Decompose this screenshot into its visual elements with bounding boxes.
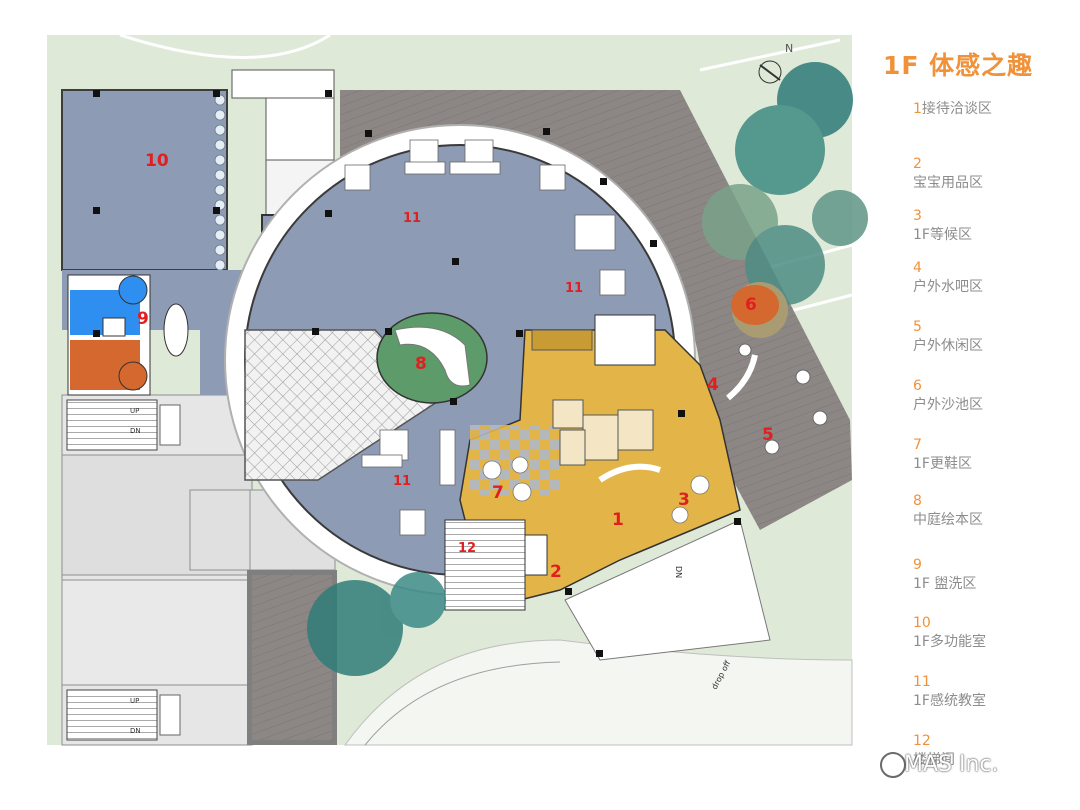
legend-num: 5 <box>913 319 922 335</box>
legend-item-3: 3 1F等候区 <box>913 207 972 245</box>
legend-num: 12 <box>913 733 931 749</box>
zone-multipurpose-room <box>61 89 228 271</box>
watermark: MAS Inc. <box>904 752 999 777</box>
zone-label-1: 1 <box>612 510 624 530</box>
legend-item-4: 4 户外水吧区 <box>913 259 983 297</box>
legend-item-11: 11 1F感统教室 <box>913 673 986 711</box>
ramp-down-label: DN <box>674 566 683 578</box>
wechat-icon <box>880 752 906 778</box>
legend-label: 户外水吧区 <box>913 279 983 295</box>
zone-label-11b: 11 <box>565 281 583 296</box>
zone-label-12: 12 <box>458 541 476 556</box>
legend-label: 楼梯间 <box>913 752 955 768</box>
legend-item-2: 2 宝宝用品区 <box>913 155 983 193</box>
legend-label: 接待洽谈区 <box>921 101 992 117</box>
legend-item-5: 5 户外休闲区 <box>913 318 983 356</box>
legend-item-10: 10 1F多功能室 <box>913 614 986 652</box>
legend-item-6: 6 户外沙池区 <box>913 377 983 415</box>
stairwell <box>444 519 526 611</box>
legend-num: 3 <box>913 208 922 224</box>
zone-label-5: 5 <box>762 425 774 445</box>
legend-label: 1F多功能室 <box>913 634 986 650</box>
legend-num: 2 <box>913 156 922 172</box>
legend-label: 户外沙池区 <box>913 397 983 413</box>
zone-label-6: 6 <box>745 295 757 315</box>
legend-label: 中庭绘本区 <box>913 512 983 528</box>
legend-title: 1F 体感之趣 <box>883 51 1034 80</box>
legend-label: 宝宝用品区 <box>913 175 983 191</box>
legend-num: 8 <box>913 493 922 509</box>
zone-label-3: 3 <box>678 490 690 510</box>
stair-down-label-2: DN <box>130 727 141 735</box>
legend-item-8: 8 中庭绘本区 <box>913 492 983 530</box>
legend-num: 4 <box>913 260 922 276</box>
legend-item-12: 12 楼梯间 <box>913 732 955 770</box>
legend-label: 1F更鞋区 <box>913 456 972 472</box>
legend-num: 6 <box>913 378 922 394</box>
legend-label: 1F 盥洗区 <box>913 576 977 592</box>
zone-atrium <box>376 312 488 404</box>
legend-item-7: 7 1F更鞋区 <box>913 436 972 474</box>
zone-reception <box>459 329 741 601</box>
legend-item-9: 9 1F 盥洗区 <box>913 556 976 594</box>
legend-num: 11 <box>913 674 931 690</box>
zone-label-4: 4 <box>707 375 719 395</box>
zone-label-8: 8 <box>415 354 427 374</box>
zone-label-10: 10 <box>145 151 169 171</box>
zone-label-7: 7 <box>492 483 504 503</box>
zone-label-11a: 11 <box>403 211 421 226</box>
legend-num: 7 <box>913 437 922 453</box>
legend-num: 1 <box>913 101 922 117</box>
legend-num: 10 <box>913 615 931 631</box>
legend-label: 1F感统教室 <box>913 693 986 709</box>
legend-num: 9 <box>913 557 922 573</box>
stair-down-label: DN <box>130 427 141 435</box>
stair-up-label-2: UP <box>130 697 139 705</box>
legend-item-1: 1接待洽谈区 <box>913 100 992 119</box>
legend-label: 1F等候区 <box>913 227 972 243</box>
north-label: N <box>785 42 793 55</box>
zone-label-2: 2 <box>550 562 562 582</box>
zone-label-11c: 11 <box>393 474 411 489</box>
zone-label-9: 9 <box>137 309 149 329</box>
legend-label: 户外休闲区 <box>913 338 983 354</box>
stair-up-label: UP <box>130 407 139 415</box>
